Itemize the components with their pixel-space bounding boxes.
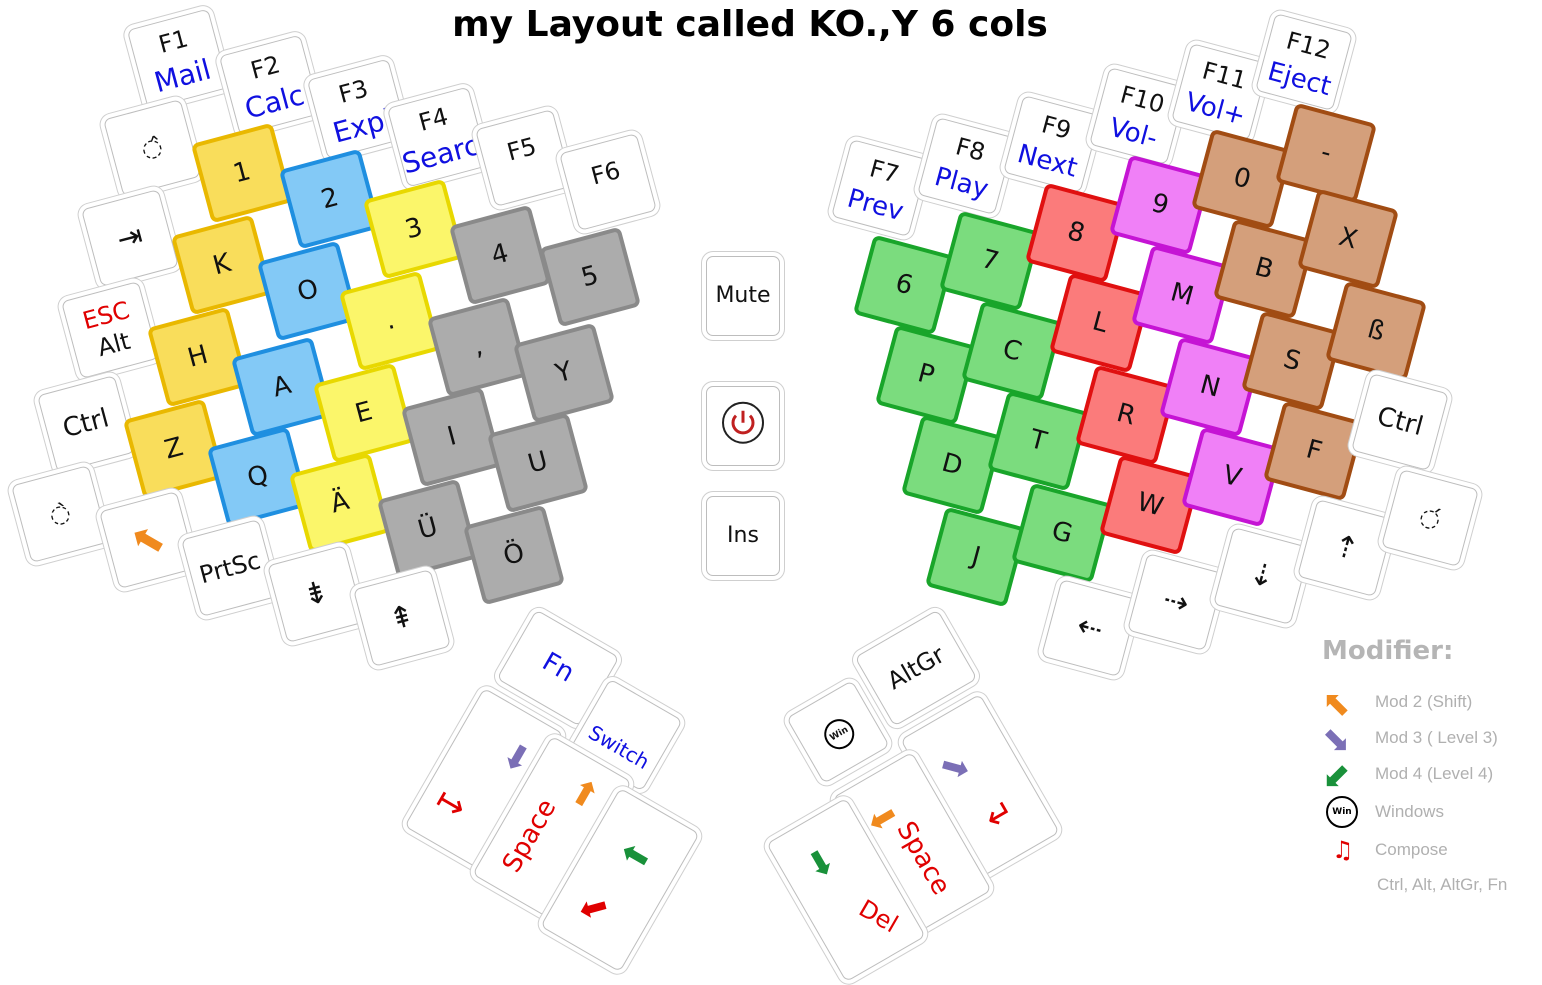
key-dead-grave[interactable]: ◌̀	[11, 465, 109, 563]
key-5[interactable]: 5	[538, 226, 642, 328]
legend-item-mod4: Mod 4 (Level 4)	[1375, 764, 1494, 783]
key-tab[interactable]: ⇥	[81, 189, 179, 287]
legend-item-mod3: Mod 3 ( Level 3)	[1375, 728, 1498, 747]
key-page-down[interactable]: ⇟	[267, 545, 365, 643]
mod3-arrow-icon: ⬊	[932, 742, 977, 792]
key-7[interactable]: 7	[938, 210, 1042, 312]
key-s[interactable]: S	[1240, 310, 1344, 412]
compose-tab-icon: ↦	[428, 779, 474, 829]
shift-up-icon: ⬆	[561, 770, 607, 820]
compose-music-note-icon: ♫	[1332, 836, 1354, 864]
shift-arrow-icon: ⬉	[125, 513, 171, 567]
key-f9[interactable]: F9 Next	[1003, 95, 1101, 193]
tab-arrow-icon: ⇥	[113, 217, 147, 259]
key-f7[interactable]: F7 Prev	[831, 139, 929, 237]
page-title: my Layout called KO.,Y 6 cols	[452, 4, 1048, 45]
mod4-down-arrow-icon: ⬇	[798, 839, 844, 889]
key-arrow-right[interactable]: ⇢	[1127, 553, 1225, 651]
dead-key-icon: ◌̂	[138, 131, 166, 165]
windows-icon: Win	[818, 713, 860, 755]
key-f6[interactable]: F6	[559, 133, 657, 231]
key-mute[interactable]: Mute	[706, 256, 780, 336]
windows-icon: Win	[1326, 796, 1366, 830]
compose-left-arrow-icon: ⬋	[571, 883, 617, 933]
key-arrow-left[interactable]: ⇠	[1041, 579, 1139, 677]
key-t[interactable]: T	[986, 390, 1090, 492]
key-prtsc[interactable]: PrtSc	[181, 519, 279, 617]
key-g[interactable]: G	[1010, 482, 1114, 584]
enter-icon: ↵	[977, 790, 1023, 840]
legend-item-windows: Windows	[1375, 802, 1444, 821]
mod2-shift-arrow-icon: ⬉	[1322, 684, 1351, 724]
key-arrow-up[interactable]: ⇡	[1297, 499, 1395, 597]
page-down-icon: ⇟	[299, 573, 333, 615]
dead-key-icon: ◌̀	[46, 497, 74, 531]
key-shift-left[interactable]: ⬉	[99, 491, 197, 589]
key-u[interactable]: U	[486, 412, 590, 514]
arrow-right-icon: ⇢	[1159, 581, 1193, 623]
power-icon	[707, 400, 779, 453]
key-y[interactable]: Y	[512, 322, 616, 424]
key-win[interactable]: Win	[786, 680, 890, 784]
key-f2[interactable]: F2 Calc	[218, 34, 322, 136]
key-esc-alt[interactable]: ESC Alt	[61, 281, 159, 379]
key-ctrl-right[interactable]: Ctrl	[1351, 373, 1449, 471]
key-e[interactable]: E	[312, 362, 416, 464]
key-b[interactable]: B	[1212, 218, 1316, 320]
key-ae[interactable]: Ä	[288, 452, 392, 554]
key-arrow-down[interactable]: ⇣	[1213, 527, 1311, 625]
key-c[interactable]: C	[960, 300, 1064, 402]
page-up-icon: ⇞	[385, 597, 419, 639]
legend-item-compose: Compose	[1375, 840, 1448, 859]
key-dot[interactable]: .	[338, 270, 442, 372]
key-page-up[interactable]: ⇞	[353, 569, 451, 667]
key-sz[interactable]: ß	[1324, 280, 1428, 382]
key-ctrl-left[interactable]: Ctrl	[37, 375, 135, 473]
mod4-arrow-icon: ⬋	[1322, 756, 1351, 796]
key-f11[interactable]: F11 Vol+	[1171, 43, 1269, 141]
mod3-arrow-icon: ⬊	[1322, 720, 1351, 760]
legend-item-mod2: Mod 2 (Shift)	[1375, 692, 1473, 711]
key-dead-circumflex[interactable]: ◌̂	[103, 99, 201, 197]
key-x[interactable]: X	[1296, 188, 1400, 290]
legend-item-other-modifiers: Ctrl, Alt, AltGr, Fn	[1377, 875, 1508, 894]
key-f4[interactable]: F4 Search	[386, 86, 500, 188]
arrow-down-icon: ⇣	[1245, 555, 1279, 597]
arrow-left-icon: ⇠	[1073, 607, 1107, 649]
key-minus[interactable]: -	[1274, 102, 1378, 204]
key-1[interactable]: 1	[190, 122, 294, 224]
key-f[interactable]: F	[1262, 400, 1366, 502]
mod4-left-arrow-icon: ⬅	[613, 831, 658, 880]
legend-title: Modifier:	[1322, 636, 1454, 666]
key-dead-acute[interactable]: ◌́	[1381, 469, 1479, 567]
arrow-up-icon: ⇡	[1329, 527, 1363, 569]
key-power[interactable]	[706, 386, 780, 466]
key-4[interactable]: 4	[448, 204, 552, 306]
key-oe[interactable]: Ö	[462, 504, 566, 606]
key-f8[interactable]: F8 Play	[917, 117, 1015, 215]
key-ins[interactable]: Ins	[706, 496, 780, 576]
dead-key-icon: ◌́	[1416, 501, 1444, 535]
